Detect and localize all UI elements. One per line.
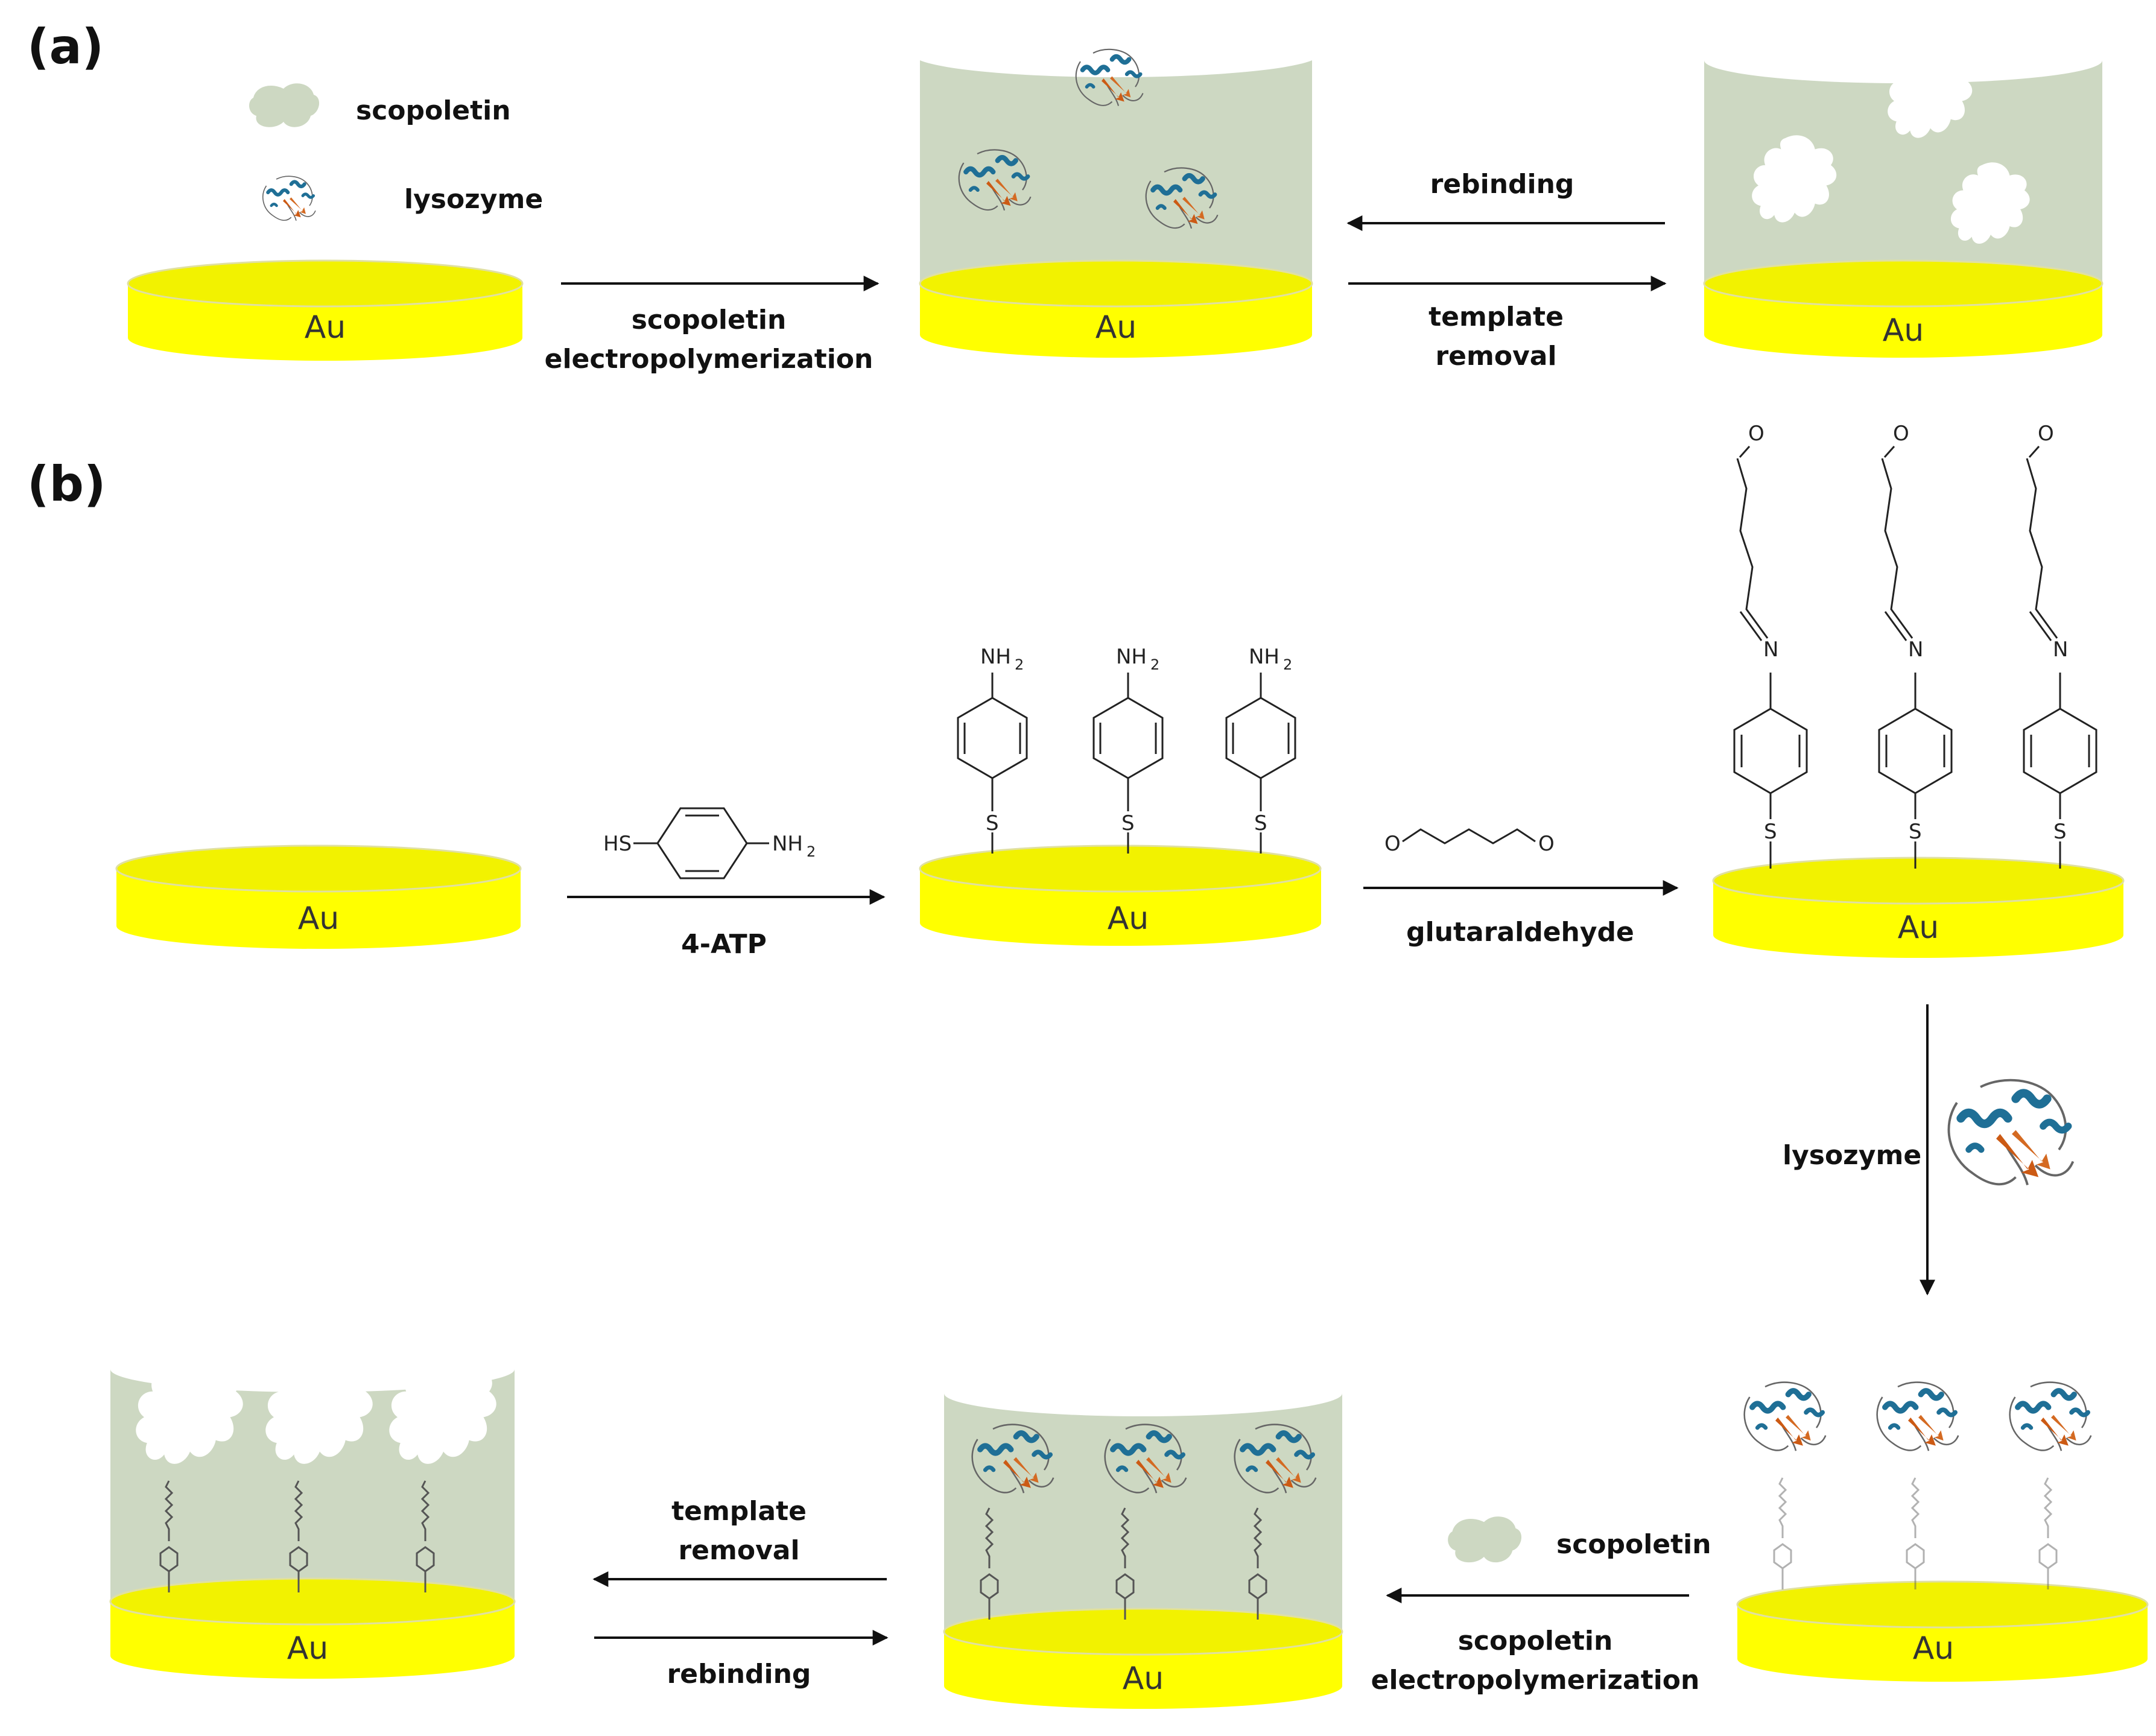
chem-o: O bbox=[1893, 422, 1909, 446]
imprinted-electrode-b6: Au bbox=[109, 1354, 516, 1679]
chem-hs: HS bbox=[603, 832, 632, 856]
chem-nh2: NH bbox=[772, 832, 803, 856]
chem-nh2: NH bbox=[980, 645, 1011, 669]
linker-icon bbox=[2038, 1477, 2058, 1591]
au-label: Au bbox=[1913, 1630, 1955, 1667]
chem-o: O bbox=[1538, 832, 1555, 856]
lysozyme-icon bbox=[263, 176, 315, 221]
au-label: Au bbox=[1108, 901, 1149, 937]
imprinted-electrode-a2: Au bbox=[919, 49, 1313, 358]
chem-nh2: NH bbox=[1249, 645, 1279, 669]
lysozyme-step-label: lysozyme bbox=[1783, 1140, 1921, 1171]
4atp-label: 4-ATP bbox=[681, 929, 767, 960]
chem-s: S bbox=[2053, 820, 2067, 844]
imprinted-electrode-b5: Au bbox=[943, 1393, 1343, 1709]
chem-nh2: NH bbox=[1116, 645, 1147, 669]
lysozyme-icon bbox=[2010, 1383, 2091, 1451]
chem-n: N bbox=[1763, 638, 1778, 662]
au-label: Au bbox=[298, 901, 340, 937]
electrode-b2-atp: Au bbox=[919, 844, 1322, 946]
template-removal-label-a-2: removal bbox=[1435, 341, 1556, 372]
chem-s: S bbox=[986, 811, 999, 835]
chem-o: O bbox=[1748, 422, 1764, 446]
glutaraldehyde-label: glutaraldehyde bbox=[1406, 917, 1634, 948]
legend-lysozyme-label: lysozyme bbox=[404, 184, 543, 215]
chem-sub: 2 bbox=[1150, 656, 1159, 673]
panel-b-label: (b) bbox=[27, 456, 106, 512]
electropolymerization-label-b-1: scopoletin bbox=[1458, 1626, 1613, 1656]
atp-molecule: S NH 2 bbox=[1092, 645, 1164, 854]
lysozyme-icon bbox=[1948, 1080, 2073, 1185]
scopoletin-icon bbox=[1448, 1516, 1522, 1563]
imine-chain: S N O bbox=[2023, 422, 2097, 869]
chem-s: S bbox=[1909, 820, 1922, 844]
electrode-b4-lysozyme: Au bbox=[1736, 1383, 2149, 1682]
4-atp-structure: HS NH 2 bbox=[603, 807, 816, 879]
atp-molecule: S NH 2 bbox=[957, 645, 1028, 854]
chem-sub: 2 bbox=[807, 843, 816, 860]
chem-sub: 2 bbox=[1015, 656, 1024, 673]
chem-o: O bbox=[2038, 422, 2054, 446]
au-label: Au bbox=[1883, 312, 1924, 349]
scopoletin-icon bbox=[249, 83, 320, 127]
rebinding-label-a: rebinding bbox=[1430, 169, 1574, 200]
electrode-a1: Au bbox=[127, 259, 524, 361]
au-label: Au bbox=[1898, 910, 1939, 946]
linker-icon bbox=[1773, 1477, 1792, 1591]
lysozyme-icon bbox=[1745, 1383, 1826, 1451]
au-label: Au bbox=[1095, 309, 1137, 346]
imine-chain: S N O bbox=[1878, 422, 1953, 869]
chem-o: O bbox=[1384, 832, 1401, 856]
template-removal-label-b-1: template bbox=[671, 1496, 807, 1527]
imprinted-electrode-a3: Au bbox=[1703, 51, 2104, 358]
atp-molecule: S NH 2 bbox=[1225, 645, 1296, 854]
template-removal-label-a-1: template bbox=[1428, 302, 1564, 332]
au-label: Au bbox=[287, 1630, 329, 1667]
step-a-label-2: electropolymerization bbox=[545, 344, 873, 375]
legend-scopoletin-label: scopoletin bbox=[356, 95, 511, 126]
step-a-label-1: scopoletin bbox=[632, 305, 787, 335]
chem-s: S bbox=[1121, 811, 1135, 835]
panel-a-label: (a) bbox=[27, 19, 104, 75]
chem-n: N bbox=[2053, 638, 2068, 662]
au-label: Au bbox=[1123, 1661, 1164, 1697]
electropolymerization-label-b-2: electropolymerization bbox=[1371, 1665, 1700, 1696]
chem-n: N bbox=[1908, 638, 1923, 662]
rebinding-label-b: rebinding bbox=[667, 1659, 811, 1690]
linker-icon bbox=[1906, 1477, 1925, 1591]
electrode-b3-imine: Au bbox=[1712, 857, 2125, 958]
glutaraldehyde-structure: O O bbox=[1384, 828, 1555, 856]
template-removal-label-b-2: removal bbox=[678, 1535, 799, 1566]
imine-chain: S N O bbox=[1733, 422, 1808, 869]
chem-s: S bbox=[1254, 811, 1267, 835]
lysozyme-icon bbox=[1877, 1383, 1959, 1451]
chem-sub: 2 bbox=[1283, 656, 1292, 673]
au-label: Au bbox=[305, 309, 346, 346]
electrode-b1: Au bbox=[115, 844, 522, 949]
scopoletin-label-b: scopoletin bbox=[1556, 1529, 1711, 1560]
chem-s: S bbox=[1764, 820, 1777, 844]
